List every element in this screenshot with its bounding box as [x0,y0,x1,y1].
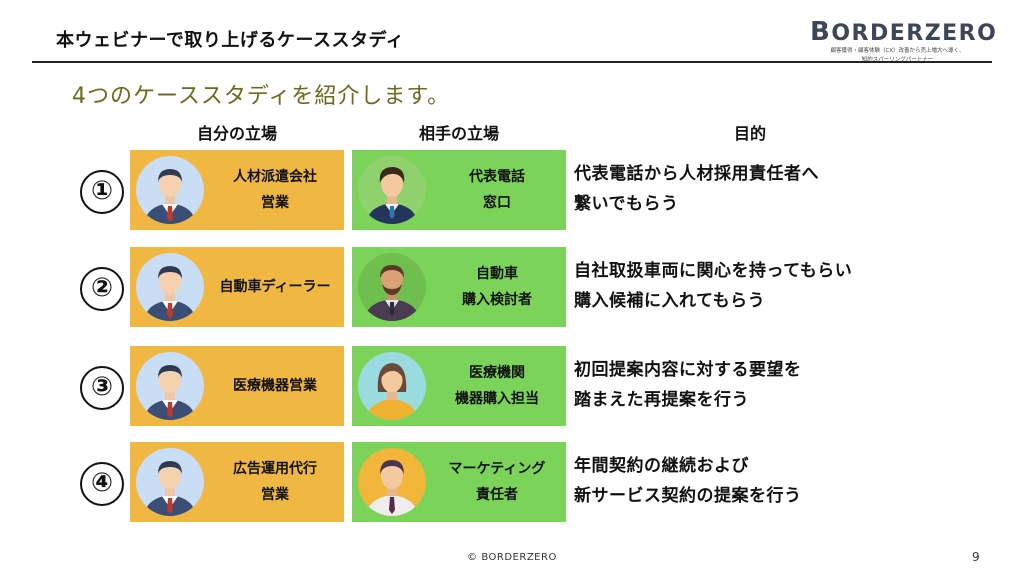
logo-tagline-2: 知的スパーリングパートナー [861,57,934,63]
partner-role-card: 自動車 購入検討者 [352,247,566,327]
case-row-2: ② 自動車ディーラー [0,247,1024,329]
self-role-label: 自動車ディーラー [219,279,331,295]
case-row-3: ③ 医療機器営業 [0,346,1024,428]
partner-role-label: マーケティング 責任者 [448,461,546,503]
case-row-1: ① 人材派遣会社 営業 [0,150,1024,232]
self-role-label: 医療機器営業 [233,378,317,394]
businessman-avatar-icon [136,352,204,420]
purpose-text: 自社取扱車両に関心を持ってもらい 購入候補に入れてもらう [574,261,853,311]
self-role-card: 医療機器営業 [130,346,344,426]
partner-role-label: 自動車 購入検討者 [462,266,532,308]
case-number: ① [80,170,124,214]
businessman-avatar-icon [136,156,204,224]
page-number: 9 [972,550,980,564]
header-title: 本ウェビナーで取り上げるケーススタディ [56,30,405,51]
case-row-4: ④ 広告運用代行 営業 [0,442,1024,524]
young-man-avatar-icon [358,156,426,224]
self-role-card: 自動車ディーラー [130,247,344,327]
footer-copyright: © BORDERZERO [467,552,557,563]
self-role-label: 広告運用代行 営業 [233,461,317,503]
businessman-avatar-icon [136,448,204,516]
brand-logo: BORDERZERO 顧客獲得・顧客体験（CX）改善から売上増大へ導く、 知的ス… [810,17,998,64]
case-number: ④ [80,462,124,506]
partner-role-card: 代表電話 窓口 [352,150,566,230]
bearded-man-avatar-icon [358,253,426,321]
self-role-card: 人材派遣会社 営業 [130,150,344,230]
self-role-label: 人材派遣会社 営業 [233,169,317,211]
logo-wordmark: BORDERZERO [810,17,998,47]
purpose-text: 初回提案内容に対する要望を 踏まえた再提案を行う [574,360,802,410]
column-header-purpose: 目的 [733,124,766,143]
column-header-self: 自分の立場 [196,124,277,143]
case-number: ② [80,267,124,311]
case-number: ③ [80,366,124,410]
partner-role-label: 医療機関 機器購入担当 [455,365,539,407]
column-header-partner: 相手の立場 [418,124,499,143]
logo-tagline-1: 顧客獲得・顧客体験（CX）改善から売上増大へ導く、 [830,48,965,54]
purpose-text: 代表電話から人材採用責任者へ 繋いでもらう [574,164,819,214]
partner-role-card: 医療機関 機器購入担当 [352,346,566,426]
partner-role-card: マーケティング 責任者 [352,442,566,522]
businessman-avatar-icon [136,253,204,321]
lead-text: 4つのケーススタディを紹介します。 [72,84,451,109]
woman-avatar-icon [358,352,426,420]
manager-avatar-icon [358,448,426,516]
partner-role-label: 代表電話 窓口 [469,169,525,211]
self-role-card: 広告運用代行 営業 [130,442,344,522]
header-rule [32,61,992,63]
purpose-text: 年間契約の継続および 新サービス契約の提案を行う [574,456,802,506]
